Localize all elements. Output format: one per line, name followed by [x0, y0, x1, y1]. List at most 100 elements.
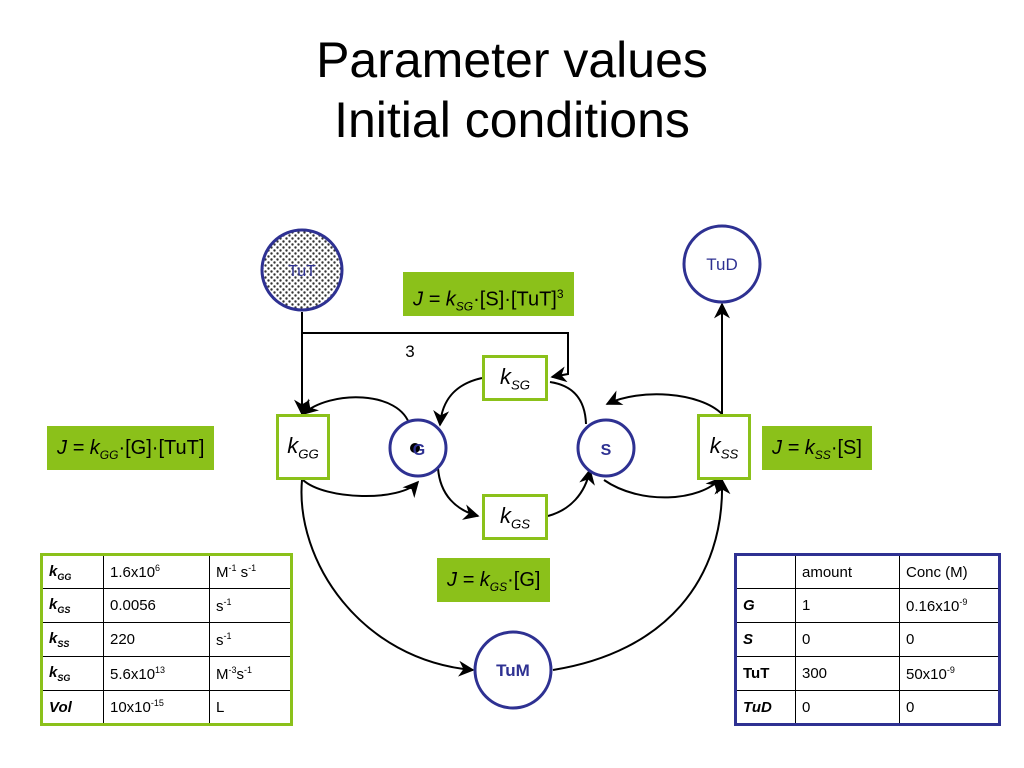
arrow-kgs-to-s [547, 468, 595, 517]
parameter-value-cell: 5.6x1013 [103, 656, 210, 691]
parameter-value-cell: 1.6x106 [103, 554, 210, 589]
arrow-g-to-kgs [437, 467, 480, 520]
parameter-value: 5.6x10 [110, 665, 156, 683]
parameter-value: 10x10 [110, 699, 151, 716]
concentration-cell: 0 [899, 622, 1000, 657]
node-tut-label: TuT [288, 263, 316, 280]
node-tud: TuD [682, 224, 762, 304]
arrow-tum-to-kss [552, 478, 731, 671]
parameter-name: k [49, 562, 58, 580]
parameter-value-cell: 0.0056 [103, 588, 210, 623]
species-cell: TuT [735, 656, 796, 691]
rate-box-kgg-sub: GG [298, 446, 319, 462]
node-tut: TuT [260, 228, 344, 312]
node-tum: TuM [473, 630, 553, 710]
parameter-unit: s [236, 564, 249, 581]
parameter-name-cell: kSS [41, 622, 104, 657]
equation-sg-sup: 3 [556, 287, 564, 301]
species-cell: G [735, 588, 796, 623]
equation-gs-rest: ·[G] [507, 569, 541, 591]
equation-gg-k: k [89, 437, 100, 459]
concentration-value: 0.16x10 [906, 597, 960, 615]
arrow-kgg-to-tum [300, 479, 475, 677]
amount-cell: 300 [795, 656, 900, 691]
rate-box-kgs-k: k [499, 502, 511, 528]
parameter-name: k [49, 630, 58, 647]
parameter-value: 1.6x10 [110, 564, 156, 581]
node-tud-label: TuD [706, 255, 738, 274]
concentration-cell: 0.16x10-9 [899, 588, 1000, 623]
concentration-exponent: -9 [946, 664, 955, 675]
parameter-unit: L [216, 698, 225, 716]
arrow-tut-to-ksg [302, 332, 569, 383]
equation-ss: J = kSS·[S] [762, 426, 872, 470]
parameter-value-cell: 220 [103, 622, 210, 657]
rate-box-kss-k: k [709, 432, 721, 458]
species-cell: S [735, 622, 796, 657]
initial-conditions-header: amount Conc (M) [735, 554, 1000, 589]
rate-box-kss: kSS [697, 414, 751, 480]
parameter-value-cell: 10x10-15 [103, 690, 210, 725]
parameter-unit: M [216, 665, 229, 683]
reaction-arrows [294, 302, 731, 677]
rate-box-kss-sub: SS [720, 446, 739, 462]
concentration-cell: 50x10-9 [899, 656, 1000, 691]
parameter-unit-exponent: -3 [228, 664, 237, 675]
equation-gg-rest: ·[G]·[TuT] [118, 437, 205, 459]
parameter-name-sub: GG [57, 571, 72, 582]
rate-box-ksg-k: k [499, 363, 511, 389]
header-cell-conc: Conc (M) [899, 554, 1000, 589]
parameter-name-sub: GS [57, 605, 71, 615]
header-cell-amount: amount [795, 554, 900, 589]
equation-ss-rest: ·[S] [830, 437, 862, 459]
arrow-kgg-to-g [302, 479, 420, 499]
amount-cell: 0 [795, 622, 900, 657]
parameter-unit-exponent: -1 [248, 563, 257, 573]
parameter-name-cell: kSG [41, 656, 104, 691]
parameter-name: k [49, 664, 58, 681]
parameter-unit-cell: M-1 s-1 [209, 554, 292, 589]
parameter-row: Vol 10x10-15 L [41, 690, 292, 725]
parameter-name-sub: SG [57, 673, 71, 683]
parameter-name-cell: kGS [41, 588, 104, 623]
equation-gg-ksub: GG [99, 448, 119, 462]
parameter-unit: s [216, 597, 224, 615]
node-g: G [388, 418, 448, 478]
equation-sg-ksub: SG [455, 299, 474, 314]
rate-box-ksg: kSG [482, 355, 548, 401]
concentration-value: 50x10 [906, 665, 947, 683]
stoichiometry-label: 3 [405, 342, 414, 361]
equation-sg-lhs: J = [413, 288, 446, 311]
rate-box-kgg: kGG [276, 414, 330, 480]
arrow-g-to-kgg [301, 396, 411, 427]
node-g-dot-icon [410, 443, 420, 453]
amount-cell: 0 [795, 690, 900, 725]
parameter-unit-cell: L [209, 690, 292, 725]
node-s-label: S [601, 442, 612, 459]
title-line-1: Parameter values [316, 32, 708, 88]
parameter-value-exponent: -15 [150, 698, 164, 708]
parameter-unit-exponent: -1 [223, 596, 232, 607]
equation-gs-k: k [479, 569, 490, 591]
equation-gg-lhs: J = [57, 437, 90, 459]
parameter-unit: s [216, 631, 224, 649]
parameter-unit: M [216, 564, 229, 581]
title-line-2: Initial conditions [334, 92, 690, 148]
parameter-value: 220 [110, 631, 136, 648]
parameter-value-exponent: 13 [155, 664, 166, 675]
species-cell: TuD [735, 690, 796, 725]
parameter-name: k [49, 596, 58, 613]
node-s: S [576, 418, 636, 478]
arrow-s-to-ksg [549, 381, 587, 425]
parameter-unit-exponent: -1 [244, 664, 253, 675]
parameter-name: Vol [49, 698, 72, 716]
concentration-exponent: -9 [959, 596, 968, 607]
